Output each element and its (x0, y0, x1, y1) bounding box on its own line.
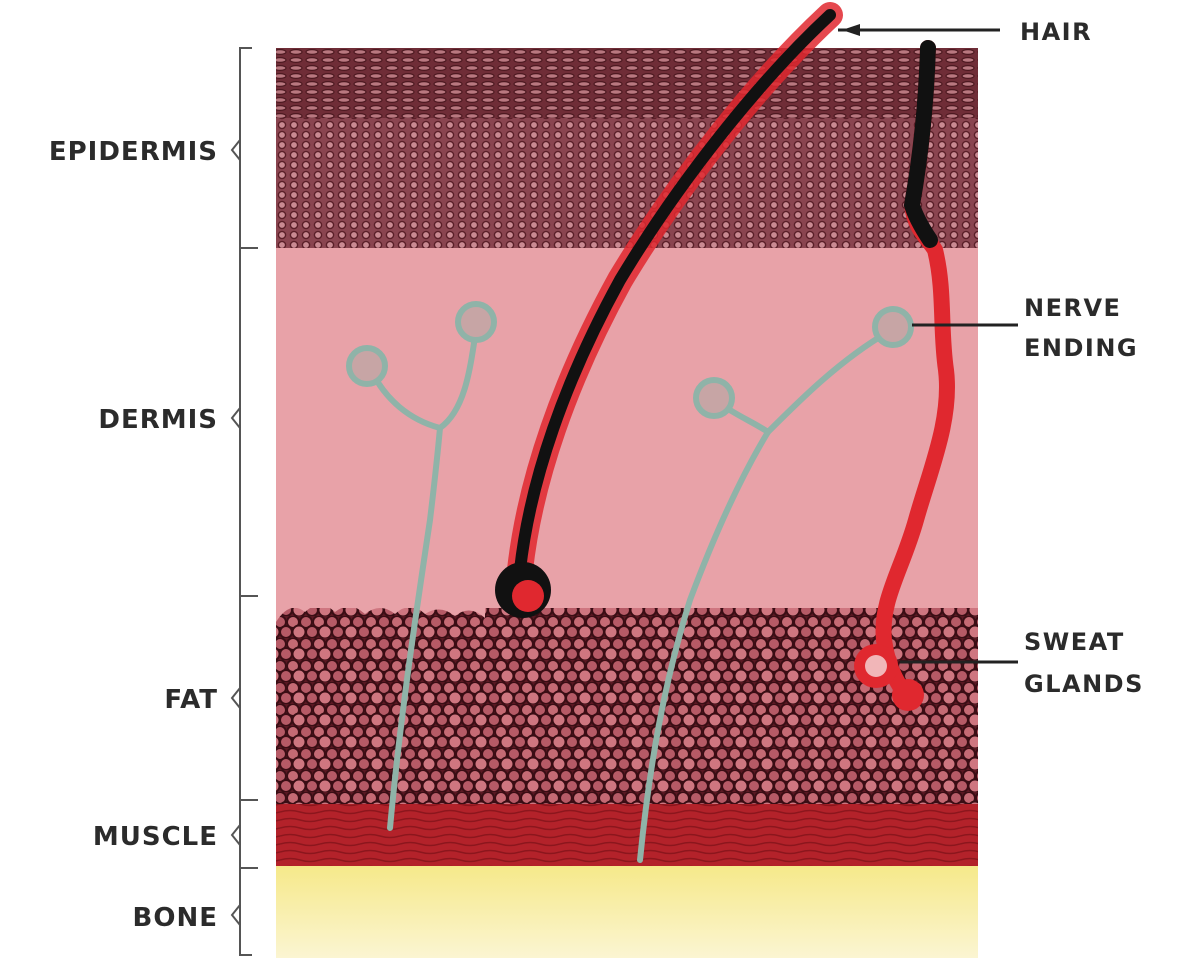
label-nerve-ending-line1: NERVE (1024, 294, 1121, 322)
label-epidermis: EPIDERMIS (49, 137, 218, 167)
fat-layer (276, 608, 978, 804)
label-nerve-ending-line2: ENDING (1024, 334, 1138, 362)
layer-bracket (232, 48, 258, 955)
muscle-layer (276, 804, 978, 866)
hair-pointer-icon (842, 24, 860, 36)
label-fat: FAT (164, 685, 218, 715)
dermis-layer (276, 248, 978, 608)
label-sweat-glands-line1: SWEAT (1024, 628, 1125, 656)
label-muscle: MUSCLE (93, 822, 218, 852)
skin-layers (276, 48, 978, 958)
epidermis-surface (276, 48, 978, 118)
bone-layer (276, 866, 978, 958)
label-hair: HAIR (1020, 18, 1092, 46)
label-dermis: DERMIS (98, 405, 218, 435)
label-sweat-glands-line2: GLANDS (1024, 670, 1144, 698)
label-bone: BONE (133, 903, 218, 933)
hair-bulb (512, 580, 544, 612)
